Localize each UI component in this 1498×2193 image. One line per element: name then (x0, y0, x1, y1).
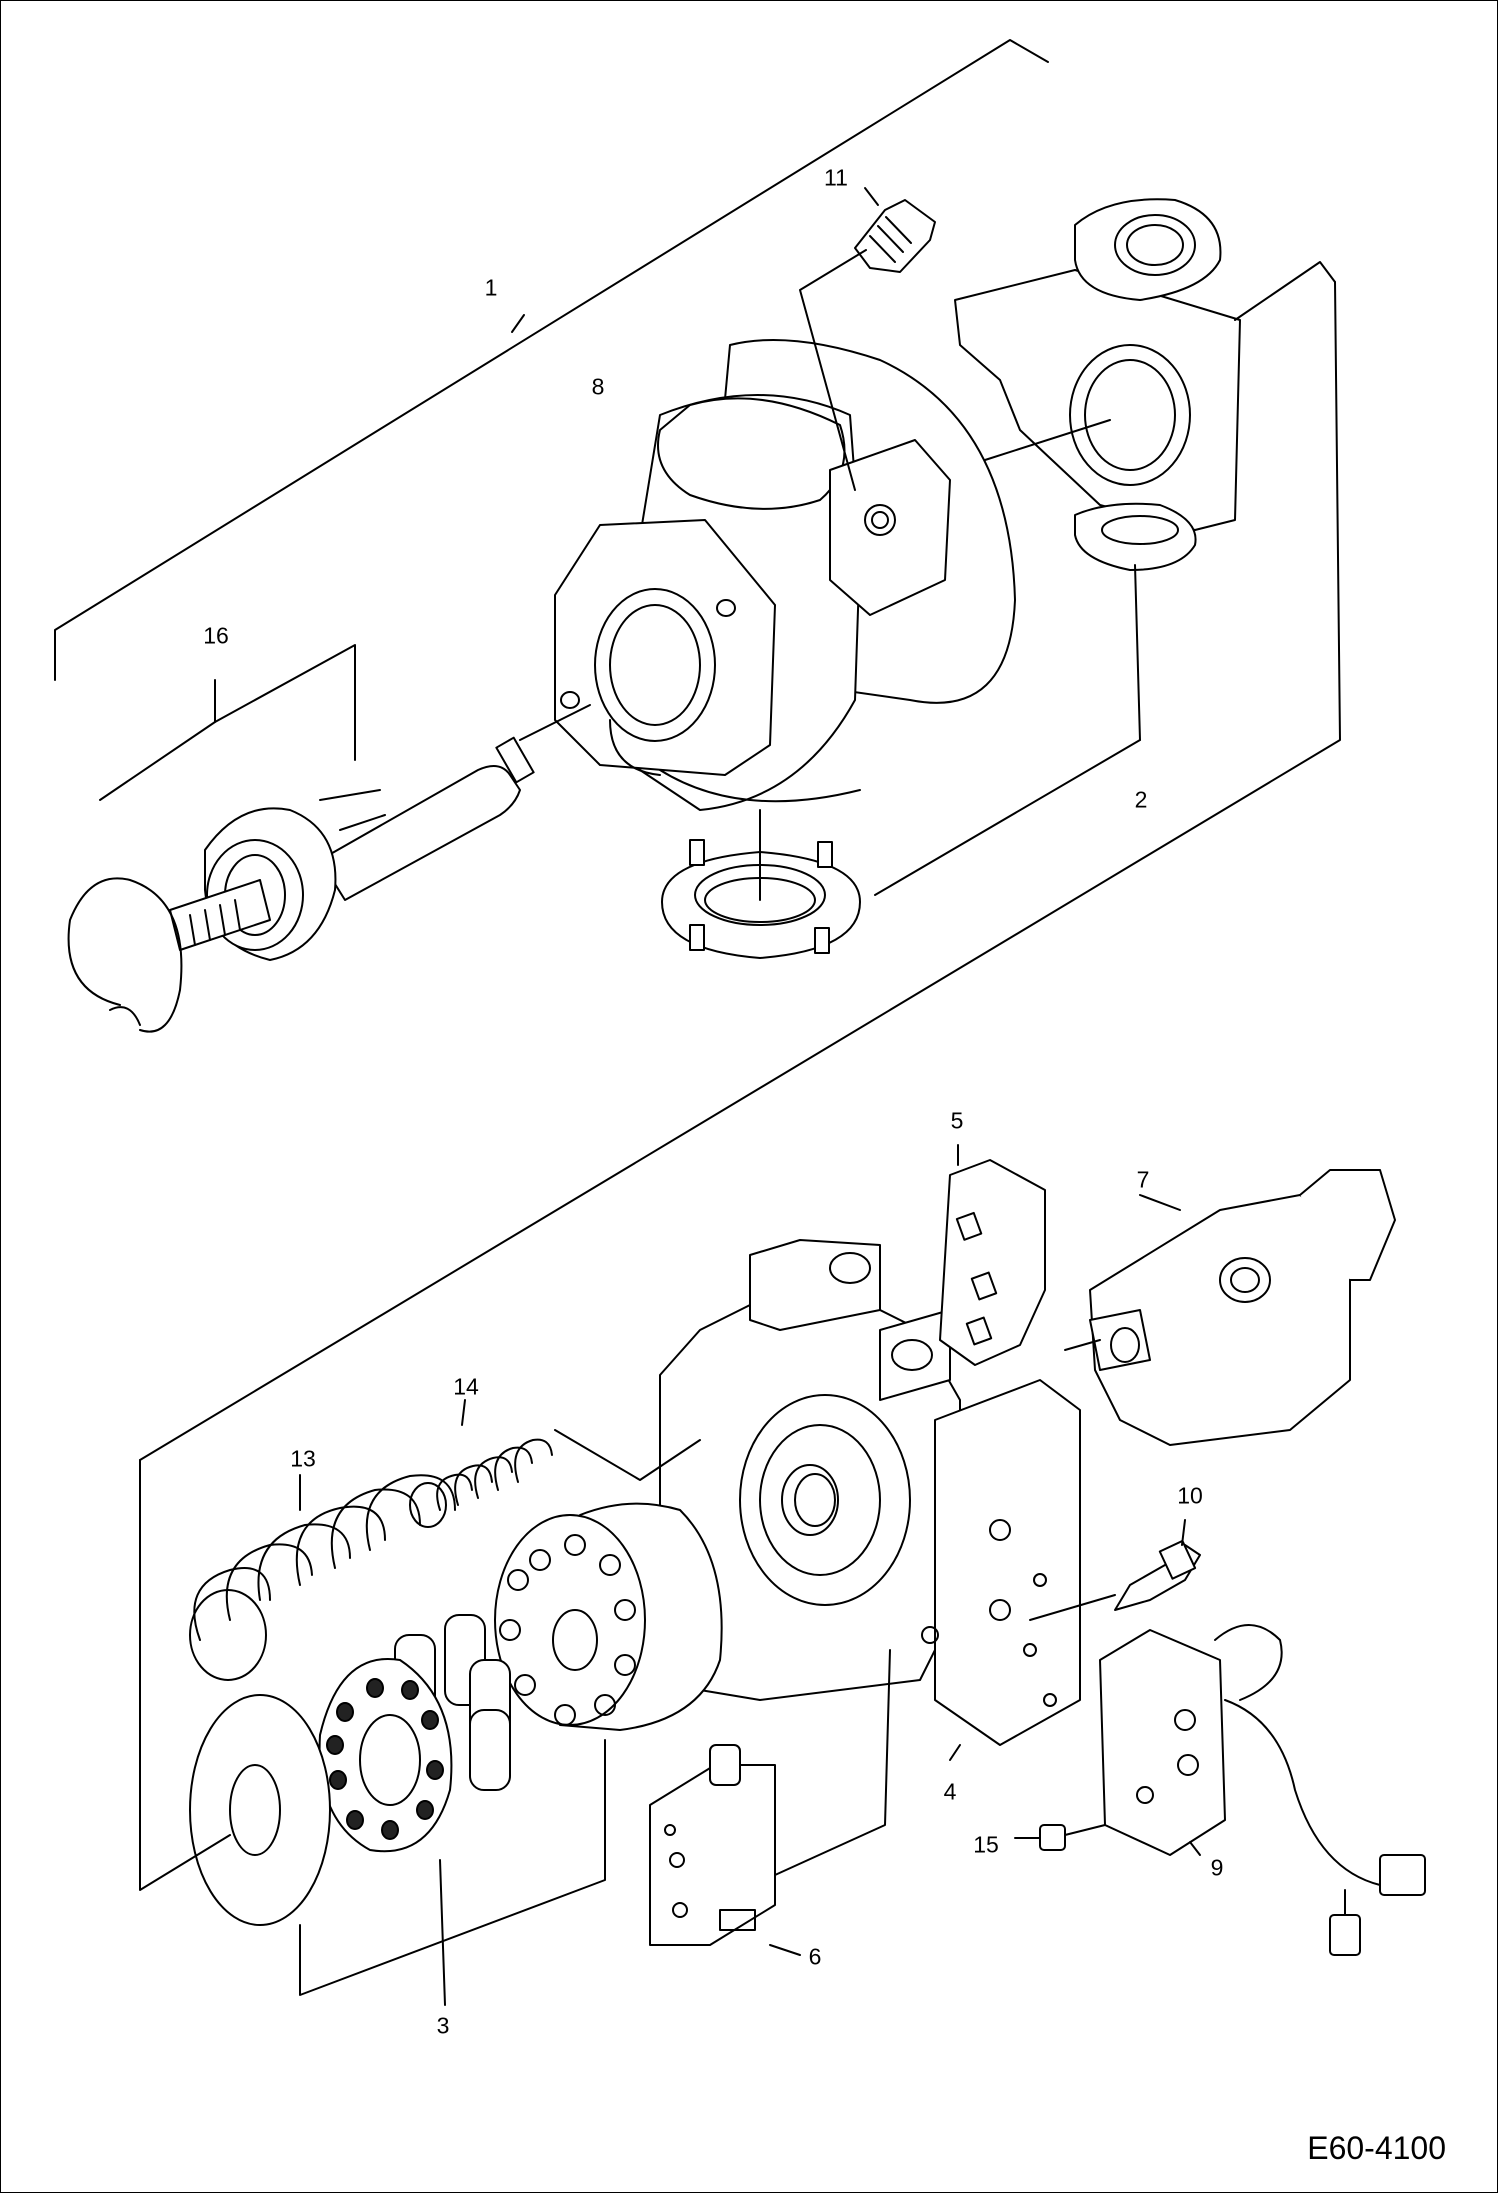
drawing-code: E60-4100 (1307, 2130, 1446, 2166)
callout-16: 16 (203, 622, 229, 649)
callout-5: 5 (950, 1107, 964, 1134)
callout-1: 1 (484, 274, 498, 301)
piston-assembly[interactable] (318, 1614, 511, 1853)
thrust-washer[interactable] (189, 1694, 331, 1926)
plug-part-15[interactable] (1014, 1824, 1106, 1851)
plug-part-11[interactable] (799, 187, 936, 491)
callout-10: 10 (1177, 1482, 1203, 1509)
callout-7: 7 (1136, 1166, 1150, 1193)
pump-housing-part-8[interactable] (554, 339, 1016, 811)
callout-13: 13 (290, 1445, 316, 1472)
bearing-flange[interactable] (661, 809, 861, 959)
large-spring-part-13[interactable] (189, 1474, 456, 1681)
pressure-sensor-part-10[interactable] (1029, 1519, 1201, 1621)
solenoid-block-part-9[interactable] (1099, 1624, 1426, 1956)
callout-9: 9 (1210, 1854, 1224, 1881)
cylinder-block[interactable] (494, 1502, 723, 1731)
adapter-plate-part-5[interactable] (939, 1144, 1046, 1366)
callout-3: 3 (436, 2012, 450, 2039)
callout-11: 11 (824, 164, 848, 191)
control-valve-part-6[interactable] (649, 1649, 891, 1956)
leader-lines (139, 1459, 231, 1891)
callout-14: 14 (453, 1373, 479, 1400)
drive-shaft-part-16[interactable] (67, 644, 591, 1033)
callout-8: 8 (591, 373, 605, 400)
callout-6: 6 (808, 1943, 822, 1970)
pump-body-part-4[interactable] (659, 1239, 1081, 1761)
bracket-item-1 (54, 39, 1049, 681)
bracket-item-3 (299, 1739, 606, 2006)
callout-2: 2 (1134, 786, 1148, 813)
yoke-part-2[interactable] (139, 198, 1341, 1461)
callout-4: 4 (943, 1778, 957, 1805)
callout-15: 15 (973, 1831, 999, 1858)
gear-pump-part-7[interactable] (1064, 1169, 1396, 1446)
small-spring-part-14[interactable] (409, 1399, 701, 1528)
